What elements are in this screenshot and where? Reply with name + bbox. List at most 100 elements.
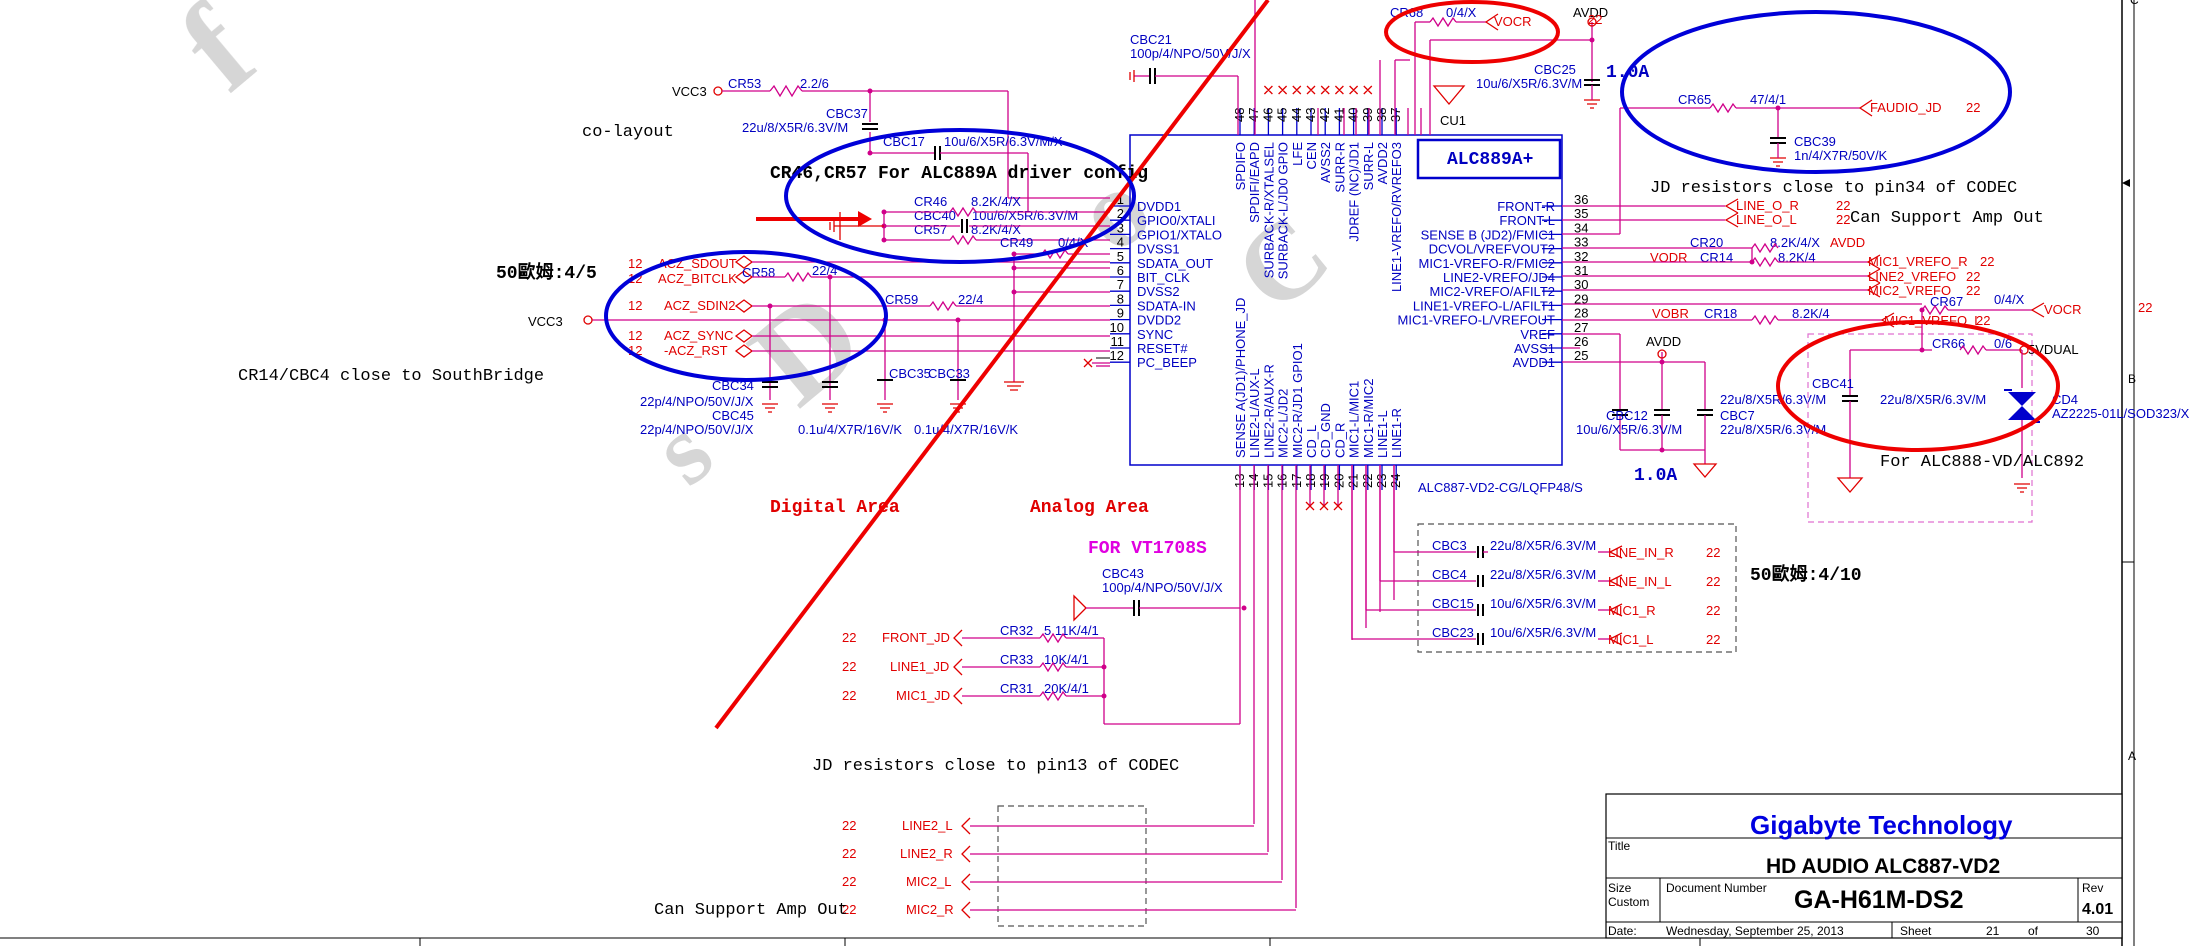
pin-number: 41 [1331,108,1346,122]
chip-name: ALC889A+ [1447,150,1533,170]
cbc45-ref: CBC45 [712,408,754,423]
cbc12-ref: CBC12 [1606,408,1648,423]
ellipse-driver-config [784,128,1136,264]
pin-number: 11 [1111,334,1125,349]
note-jd-pin34: JD resistors close to pin34 of CODEC [1650,179,2017,198]
pin-name: MIC2-VREFO/AFILT2 [1430,284,1555,299]
pin-number: 26 [1574,334,1588,349]
sheet-total: 30 [2086,924,2100,938]
cr65-val: 47/4/1 [1750,92,1786,107]
net-faudio-jd: FAUDIO_JD [1870,100,1942,115]
pin-number: 12 [1110,348,1124,363]
ellipse-faudio-jd [1620,10,2012,174]
pin-name: LINE1-VREFO-L/AFILT1 [1413,298,1555,313]
zone-label: A [2128,749,2136,763]
net-vocr-right: VOCR [2044,302,2082,317]
cd4-ref: CD4 [2052,392,2078,407]
pin-name: LINE1-L [1375,410,1390,458]
net-front-jd: FRONT_JD [882,630,950,645]
cd4-val: AZ2225-01L/SOD323/X [2052,406,2190,421]
cr14-ref: CR14 [1700,250,1733,265]
cbc4-val: 22u/8/X5R/6.3V/M [1490,567,1596,582]
rev-value: 4.01 [2082,901,2113,918]
net-vcc3: VCC3 [672,84,707,99]
net-vobr: VOBR [1652,306,1689,321]
pin-number: 42 [1317,108,1332,122]
net-vodr: VODR [1650,250,1688,265]
doc-number-label: Document Number [1666,881,1767,895]
pin-number: 29 [1574,291,1588,306]
net-avdd-top: AVDD [1573,5,1608,20]
net-vocr-top: VOCR [1494,14,1532,29]
cbc40-ref: CBC40 [914,208,956,223]
net-avdd-mid: AVDD [1646,334,1681,349]
cbc15-val: 10u/6/X5R/6.3V/M [1490,596,1596,611]
sheet-ref: 22 [1706,545,1720,560]
zone-label: B [2128,372,2136,386]
sheet-ref: 22 [1706,574,1720,589]
note-amp-out-top: Can Support Amp Out [1850,209,2044,228]
date-label: Date: [1608,924,1637,938]
cr32-val: 5.11K/4/1 [1044,623,1099,638]
top-circuit: CBC21 100p/4/NPO/50V/J/X AVDD CBC25 10u/… [1129,0,1649,135]
cbc21-val: 100p/4/NPO/50V/J/X [1130,46,1251,61]
pin-name: MIC2-L/JD2 [1276,389,1291,458]
net-line-in-l: LINE_IN_L [1608,574,1672,589]
cr58-ref: CR58 [742,265,775,280]
pin-number: 33 [1574,235,1588,250]
net-line-in-r: LINE_IN_R [1608,545,1674,560]
note-vt1708s: FOR VT1708S [1088,539,1207,559]
codec-chip: CU1 ALC889A+ ALC887-VD2-CG/LQFP48/S [1129,113,1583,495]
pin-name: AVSS1 [1514,341,1555,356]
sheet-ref: 22 [1836,212,1850,227]
note-driver-config: CR46,CR57 For ALC889A driver config [770,164,1148,184]
cbc23-ref: CBC23 [1432,625,1474,640]
sheet-ref: 22 [842,846,856,861]
pin-name: SPDIFI/EAPD [1247,142,1262,223]
cr68-val: 0/4/X [1446,5,1477,20]
cbc35-ref: CBC35 [889,366,931,381]
cbc37-ref: CBC37 [826,106,868,121]
note-ohm-left: 50歐姆:4/5 [496,261,597,284]
ellipse-acz-signals [604,250,888,382]
pin-number: 39 [1360,108,1375,122]
pin-number: 2 [1117,206,1124,221]
net-acz-sdin2: ACZ_SDIN2 [664,298,736,313]
pin-name: SURBACK-R/XTALSEL [1261,142,1276,278]
net-mic1-l: MIC1_L [1608,632,1654,647]
pin-number: 37 [1388,108,1403,122]
ellipse-vocr [1384,0,1560,64]
pin-name: SURR-L [1361,142,1376,190]
pin-name: SENSE B (JD2)/FMIC1 [1421,227,1555,242]
pin-number: 28 [1574,306,1588,321]
cbc34-val: 22p/4/NPO/50V/J/X [640,394,754,409]
pin-name: DVSS1 [1137,242,1180,257]
note-alc888: For ALC888-VD/ALC892 [1880,453,2084,472]
sheet-ref: 22 [1836,198,1850,213]
cbc7-ref: CBC7 [1720,408,1755,423]
cr14-val: 8.2K/4 [1778,250,1816,265]
net-mic1-r: MIC1_R [1608,603,1656,618]
cbc25-ref: CBC25 [1534,62,1576,77]
net-vcc3-b: VCC3 [528,314,563,329]
pin-name: LINE2-VREFO/JD4 [1443,270,1555,285]
cr31-ref: CR31 [1000,681,1033,696]
cr67-val: 0/4/X [1994,292,2025,307]
pin-name: SURBACK-L/JD0 GPIO [1276,142,1291,279]
sheet-ref: 22 [1588,12,1602,27]
cr31-val: 20K/4/1 [1044,681,1089,696]
of-label: of [2028,924,2039,938]
pin-number: 36 [1574,192,1588,207]
pin-number: 8 [1117,291,1124,306]
drawing-title: HD AUDIO ALC887-VD2 [1766,855,2000,878]
pin-name: RESET# [1137,341,1188,356]
net-line2-l: LINE2_L [902,818,953,833]
cbc23-val: 10u/6/X5R/6.3V/M [1490,625,1596,640]
cbc41-val: 22u/8/X5R/6.3V/M [1880,392,1986,407]
pin-name: MIC1-R/MIC2 [1361,379,1376,458]
sheet-ref: 22 [1966,269,1980,284]
sheet-ref: 22 [842,630,856,645]
chip-top-pins: 48SPDIFO47SPDIFI/EAPD46SURBACK-R/XTALSEL… [1232,108,1404,293]
sheet-label: Sheet [1900,924,1932,938]
